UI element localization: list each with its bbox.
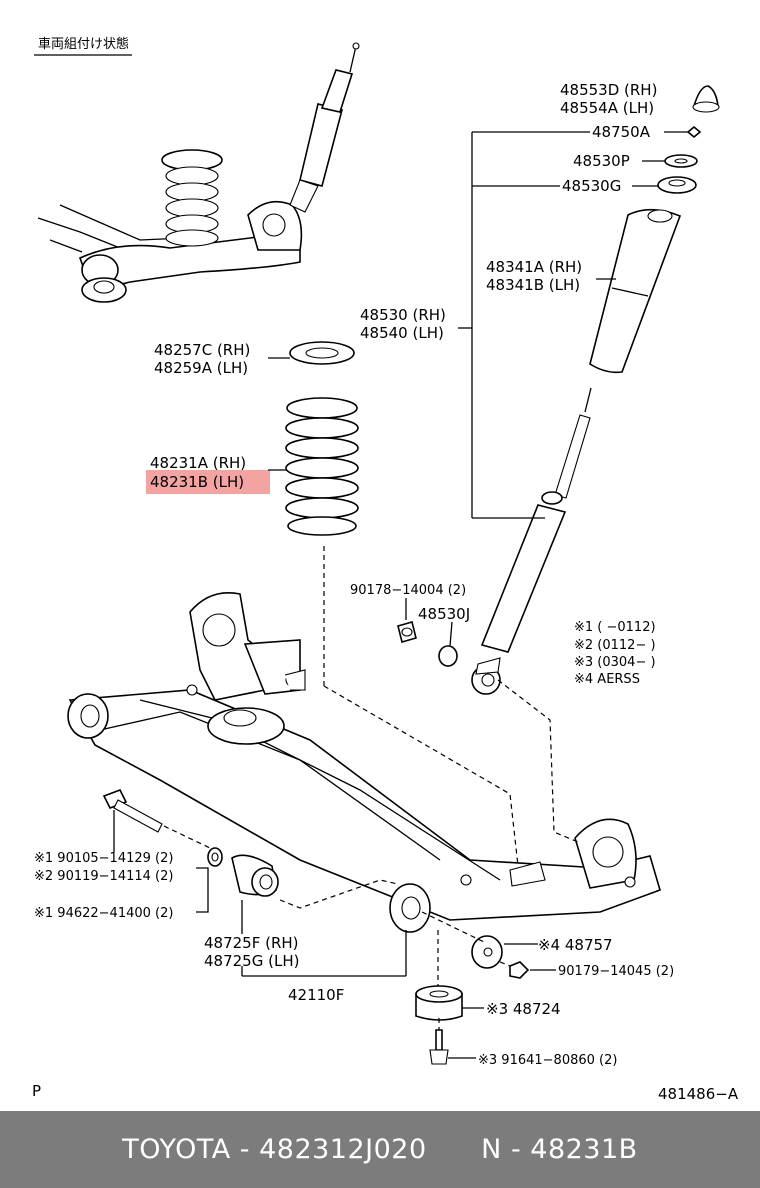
note-2: ※2 (0112− ): [574, 638, 656, 653]
label-48341a: 48341A (RH): [486, 258, 582, 276]
footer-part-number: TOYOTA - 482312J020: [122, 1134, 427, 1165]
bolt-bushing-group: [102, 788, 279, 934]
shock-absorber-group: [471, 85, 720, 695]
label-48540-lh: 48540 (LH): [360, 324, 444, 342]
shock-body-48530: [480, 504, 567, 653]
inset-title: 車両組付け状態: [38, 36, 129, 52]
spring-group: [146, 341, 359, 536]
footer-part-name: N - 48231B: [481, 1134, 638, 1165]
note-1: ※1 ( −0112): [574, 620, 656, 635]
highlight-48231b: [146, 470, 270, 494]
label-90178: 90178−14004 (2): [350, 583, 466, 598]
label-48257c: 48257C (RH): [154, 341, 250, 359]
lower-right-parts: [415, 935, 556, 1065]
nut-48750a: [686, 125, 702, 139]
small-parts: [397, 598, 458, 667]
note-4: ※4 AERSS: [574, 672, 640, 687]
note-3: ※3 (0304− ): [574, 655, 656, 670]
label-91641: ※3 91641−80860 (2): [478, 1053, 617, 1068]
label-48530-rh: 48530 (RH): [360, 306, 446, 324]
figure-reference: 481486−A: [658, 1085, 739, 1103]
nut-90179: [509, 961, 530, 979]
assy-bracket-42110f: [241, 930, 407, 977]
label-48530g: 48530G: [562, 177, 621, 195]
footer-gap: [427, 1134, 482, 1165]
label-48725g: 48725G (LH): [204, 952, 299, 970]
bolt-91641: [435, 1029, 443, 1051]
label-94622: ※1 94622−41400 (2): [34, 906, 173, 921]
labels: 48553D (RH) 48554A (LH) 48750A 48530P 48…: [32, 81, 739, 1103]
label-48725f: 48725F (RH): [204, 934, 299, 952]
part-info-bar: TOYOTA - 482312J020 N - 48231B: [0, 1111, 760, 1188]
label-48553d: 48553D (RH): [560, 81, 657, 99]
label-48231a: 48231A (RH): [150, 454, 246, 472]
label-48530p: 48530P: [573, 152, 630, 170]
label-90179: 90179−14045 (2): [558, 964, 674, 979]
label-90105: ※1 90105−14129 (2): [34, 851, 173, 866]
guide-lines: [163, 546, 579, 1030]
corner-mark: P: [32, 1082, 41, 1100]
label-48259a: 48259A (LH): [154, 359, 248, 377]
axle-beam-42110f: [67, 592, 661, 933]
label-48757: ※4 48757: [538, 936, 613, 954]
parts-diagram: 車両組付け状態: [32, 36, 739, 1103]
label-48724: ※3 48724: [486, 1000, 561, 1018]
label-90119: ※2 90119−14114 (2): [34, 869, 173, 884]
label-48750a: 48750A: [592, 123, 651, 141]
label-48341b: 48341B (LH): [486, 276, 580, 294]
shock-group-bracket: [458, 131, 688, 519]
collar-48530j: [438, 645, 458, 667]
label-48554a: 48554A (LH): [560, 99, 654, 117]
label-42110f: 42110F: [288, 986, 344, 1004]
boot-48341a: [589, 208, 682, 374]
label-48231b: 48231B (LH): [150, 473, 244, 491]
label-48530j: 48530J: [418, 605, 470, 623]
inset-installed-view: 車両組付け状態: [34, 36, 360, 303]
coil-spring-48231: [285, 397, 359, 536]
